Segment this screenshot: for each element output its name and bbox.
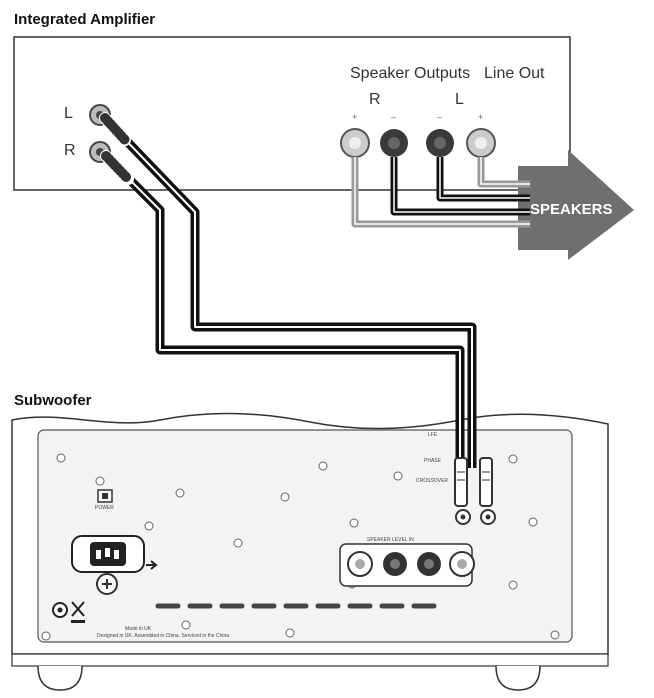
minus-sign-l: – bbox=[437, 112, 443, 122]
speakers-arrow-label: SPEAKERS bbox=[530, 201, 613, 218]
sub-rca-plug-2 bbox=[479, 457, 493, 507]
plus-sign-l: + bbox=[478, 112, 484, 122]
amp-right-label: R bbox=[64, 142, 76, 159]
subwoofer-foot-right bbox=[495, 665, 541, 691]
speaker-l-label: L bbox=[455, 91, 464, 108]
power-label: POWER bbox=[95, 505, 114, 511]
subwoofer-panel bbox=[37, 429, 573, 643]
line-out-label: Line Out bbox=[484, 65, 545, 82]
phase-label: PHASE bbox=[424, 458, 441, 464]
panel-screws bbox=[41, 453, 560, 641]
amplifier-title: Integrated Amplifier bbox=[14, 11, 156, 28]
subwoofer-plinth bbox=[11, 653, 609, 667]
sub-rca-plug-1 bbox=[454, 457, 468, 507]
subwoofer-foot-left bbox=[37, 665, 83, 691]
crossover-label: CROSSOVER bbox=[416, 478, 448, 484]
speaker-wires bbox=[351, 157, 530, 228]
power-switch-toggle bbox=[102, 493, 108, 499]
speaker-level-label: SPEAKER LEVEL IN bbox=[367, 537, 414, 543]
speaker-outputs-label: Speaker Outputs bbox=[350, 65, 471, 82]
amp-left-label: L bbox=[64, 105, 73, 122]
arrow-icon bbox=[146, 560, 158, 570]
subwoofer-title: Subwoofer bbox=[14, 392, 92, 409]
weee-bin-icon bbox=[71, 601, 85, 617]
minus-sign-r: – bbox=[391, 112, 397, 122]
lfe-label: LFE bbox=[428, 432, 438, 438]
plus-sign-r: + bbox=[352, 112, 358, 122]
fine-print-1: Made in UK bbox=[125, 626, 152, 632]
speakers-arrow bbox=[518, 150, 634, 260]
speaker-r-label: R bbox=[369, 91, 381, 108]
fine-print-2: Designed in UK. Assembled in China. Serv… bbox=[97, 633, 230, 639]
rca-cables bbox=[112, 126, 477, 472]
